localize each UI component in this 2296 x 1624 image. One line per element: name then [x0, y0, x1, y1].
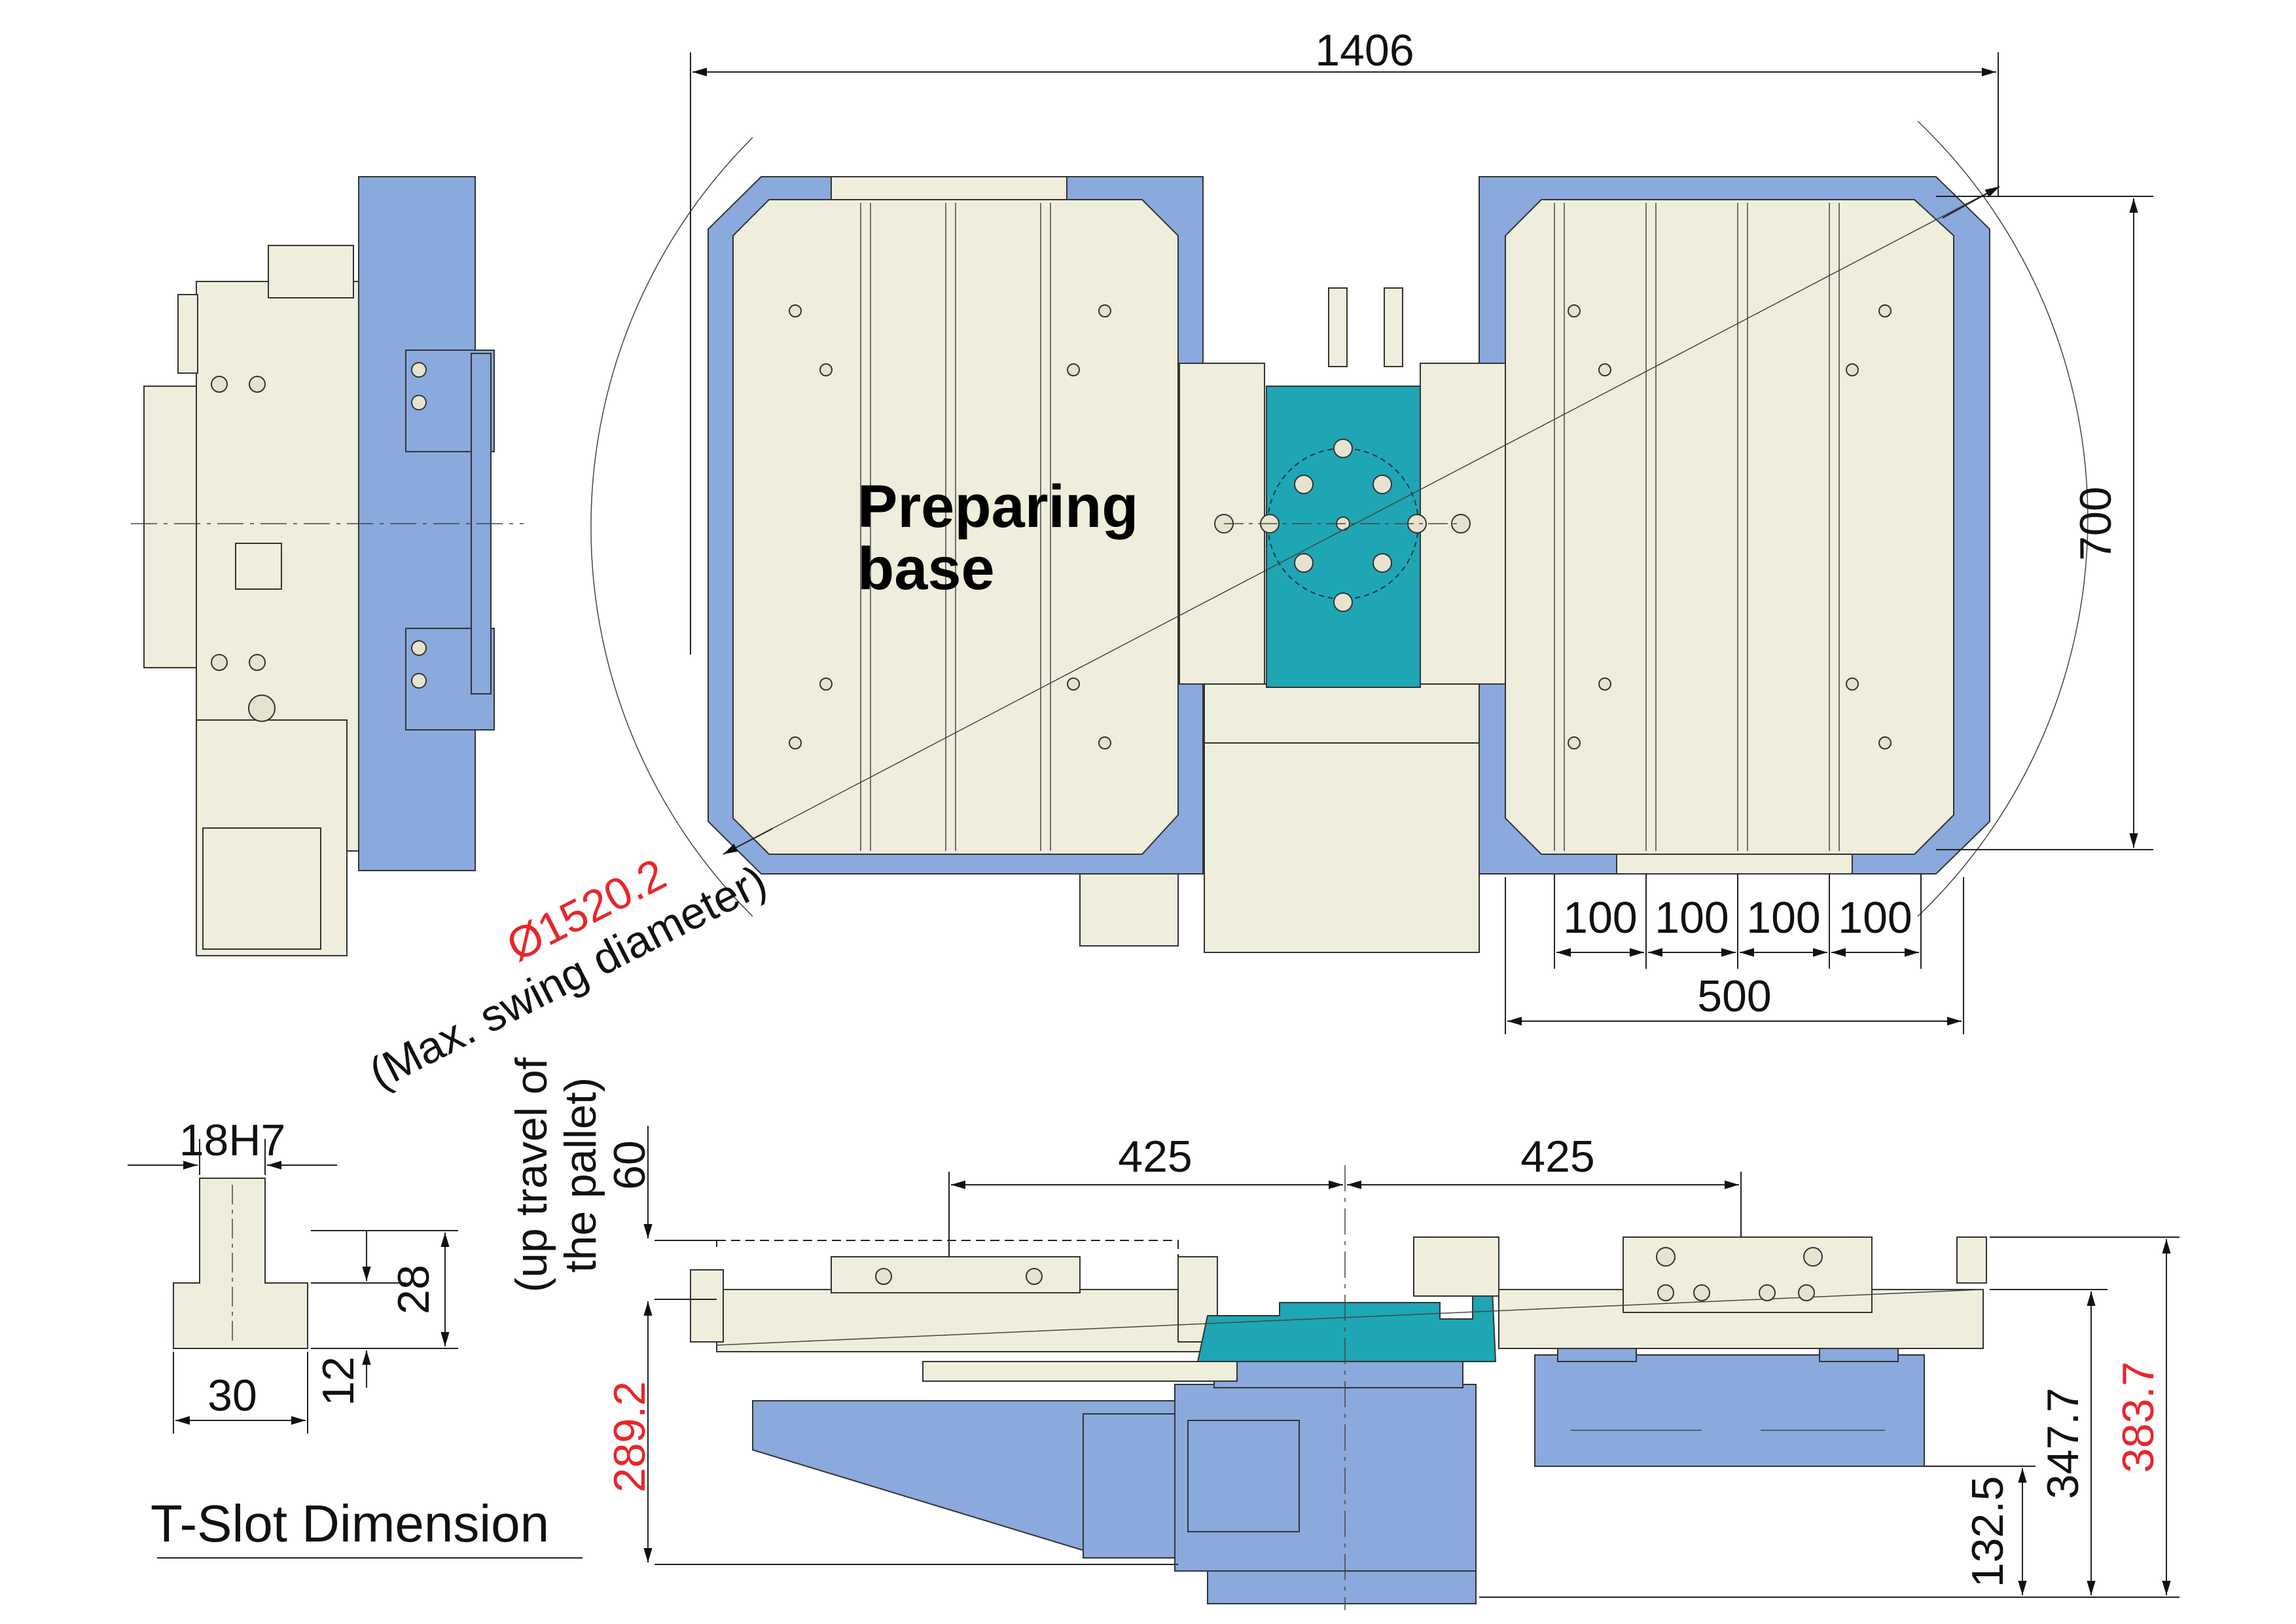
height-289-label: 289.2 [605, 1381, 655, 1492]
pallet-label-line1: Preparing [857, 473, 1138, 540]
tslot-title: T-Slot Dimension [151, 1494, 549, 1553]
slot-pitch-label-4: 100 [1838, 893, 1912, 943]
height-132-label: 132.5 [1963, 1476, 2013, 1587]
slot-pitch-label-2: 100 [1655, 893, 1729, 943]
up-travel-note-1: (up travel of [507, 1057, 556, 1292]
tslot-fit-label: 18H7 [179, 1115, 286, 1165]
front-view [690, 1165, 1987, 1610]
dimension-right-heights [1479, 1236, 2179, 1598]
dimension-left-heights [643, 1126, 1178, 1565]
dimension-700-label: 700 [2071, 486, 2121, 560]
plan-view [590, 120, 2089, 953]
tslot-width-label: 30 [207, 1371, 257, 1420]
side-view [131, 176, 524, 956]
dimension-425 [948, 1172, 1742, 1257]
half-span-right-label: 425 [1520, 1132, 1594, 1182]
slot-pitch-label-3: 100 [1746, 893, 1820, 943]
tslot-detail [128, 1139, 583, 1559]
slot-pitch-label-1: 100 [1563, 893, 1637, 943]
height-383-label: 383.7 [2113, 1362, 2163, 1473]
pallet-label-line2: base [857, 535, 995, 602]
tslot-neck-label: 12 [314, 1356, 363, 1406]
height-347-label: 347.7 [2038, 1388, 2088, 1499]
up-travel-note-2: the pallet) [556, 1077, 605, 1273]
up-travel-label: 60 [605, 1140, 655, 1190]
dimension-1406 [690, 52, 1999, 655]
slot-total-label: 500 [1697, 971, 1771, 1021]
dimension-1406-label: 1406 [1315, 26, 1414, 75]
dimension-slot-pitch [1505, 874, 1964, 1034]
half-span-left-label: 425 [1118, 1132, 1192, 1182]
tslot-depth-label: 28 [389, 1265, 439, 1314]
dimension-700 [1936, 196, 2153, 850]
